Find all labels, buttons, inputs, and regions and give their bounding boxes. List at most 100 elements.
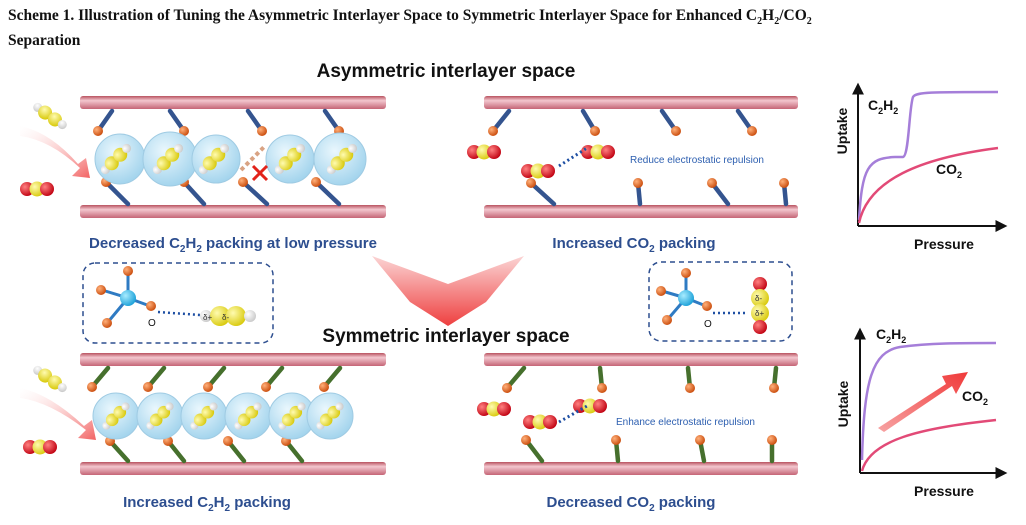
c-atom (105, 413, 119, 427)
oxygen-atom (261, 382, 271, 392)
c-atom (330, 156, 345, 171)
inset-left-delta-plus: δ+ (203, 313, 212, 322)
chart-bottom-label-co2: CO2 (962, 388, 988, 407)
oxygen-atom (488, 126, 498, 136)
inset-right-frame (648, 261, 793, 342)
pillar-groups (87, 108, 789, 464)
h-atom (190, 421, 199, 430)
layer-plate (80, 353, 386, 366)
c-atom (32, 439, 48, 455)
oxygen-atom (597, 383, 607, 393)
chart-top-label-co2: CO2 (936, 161, 962, 180)
c2h2-molecule (198, 143, 230, 175)
inset-left: O δ+ δ- (82, 262, 274, 344)
h-atom (57, 383, 67, 393)
h-atom (220, 143, 230, 153)
oxygen-atom (87, 382, 97, 392)
co2-molecule (20, 181, 54, 197)
caption-sub-c: 2 (806, 16, 812, 28)
co2-molecule (523, 414, 557, 430)
c-atom (278, 156, 293, 171)
oxygen-atom (633, 178, 643, 188)
bottom-left-label: Increased C2H2 packing (123, 494, 291, 514)
o-atom (497, 402, 511, 416)
chart-top: Uptake Pressure C2H2 CO2 (834, 82, 1008, 252)
inset-right-delta-minus: δ- (755, 294, 762, 303)
oxygen-atom (769, 383, 779, 393)
top-section-title: Asymmetric interlayer space (317, 61, 576, 82)
o-atom (543, 415, 557, 429)
chart-bottom-series-co2 (860, 418, 997, 472)
c-atom (29, 181, 45, 197)
oxygen-atom (779, 178, 789, 188)
pillar-strut (103, 179, 131, 207)
oxygen-atom (223, 436, 233, 446)
oxygen-atom (238, 177, 248, 187)
top-right-label: Increased CO2 packing (552, 235, 715, 255)
oxygen-atom (590, 126, 600, 136)
oxygen-atom (502, 383, 512, 393)
h-atom (165, 402, 174, 411)
co2-molecule (581, 144, 615, 160)
caption-sub-b: 2 (774, 16, 780, 28)
blocked-interaction-line (239, 144, 267, 172)
chart-top-label-c2h2: C2H2 (868, 97, 898, 116)
h-atom (209, 402, 218, 411)
co2-molecule (521, 163, 555, 179)
pillar-strut (240, 179, 270, 207)
caption-text-c: /CO (779, 7, 807, 24)
h-atom (297, 402, 306, 411)
oxygen-atom (311, 177, 321, 187)
c-atom (532, 414, 548, 430)
co2-molecule (477, 401, 511, 417)
c2h2-molecule (100, 143, 132, 175)
c-atom (202, 156, 217, 171)
inset-right-o-label: O (704, 319, 712, 330)
c-atom (530, 163, 546, 179)
c2h2-molecule (316, 402, 344, 430)
pillar-strut (313, 179, 342, 207)
c2h2-molecule (102, 402, 130, 430)
co2-molecule (467, 144, 501, 160)
c-atom (590, 144, 606, 160)
oxygen-atom (179, 126, 189, 136)
gas-inflow-arrow (20, 388, 96, 440)
transition-arrow (372, 256, 524, 326)
oxygen-atom (747, 126, 757, 136)
inset-right: O δ- δ+ (648, 261, 793, 342)
h-atom (296, 143, 306, 153)
oxygen-atom (611, 435, 621, 445)
h-atom (122, 143, 132, 153)
chart-bottom-series-c2h2 (860, 341, 997, 461)
inset-left-frame (82, 262, 274, 344)
h-atom (174, 143, 184, 153)
layer-plate (484, 353, 798, 366)
c2h2-molecule (33, 102, 67, 130)
c-atom (156, 156, 171, 171)
bottom-right-note: Enhance electrostatic repulsion (616, 417, 755, 428)
h-atom (278, 421, 287, 430)
caption-text-d: Separation (8, 32, 81, 50)
oxygen-atom (707, 178, 717, 188)
c2h2-molecule (274, 143, 306, 175)
interaction-dotted-line (558, 146, 588, 168)
c2h2-molecule (190, 402, 218, 430)
layer-plate (80, 462, 386, 475)
gas-molecules (20, 102, 615, 455)
h-atom (335, 402, 344, 411)
chart-top-xlabel: Pressure (914, 236, 974, 252)
oxygen-atom (671, 126, 681, 136)
inset-right-delta-plus: δ+ (755, 309, 764, 318)
oxygen-atom (203, 382, 213, 392)
c2h2-molecule (152, 143, 184, 175)
pillar-strut (528, 180, 557, 207)
c-atom (486, 401, 502, 417)
caption-text-b: H (762, 7, 775, 24)
layer-plate (484, 205, 798, 218)
layer-plates (80, 96, 798, 475)
co2-molecule (23, 439, 57, 455)
oxygen-atom (521, 435, 531, 445)
caption-prefix: Scheme 1. (8, 7, 75, 24)
layer-plate (484, 96, 798, 109)
